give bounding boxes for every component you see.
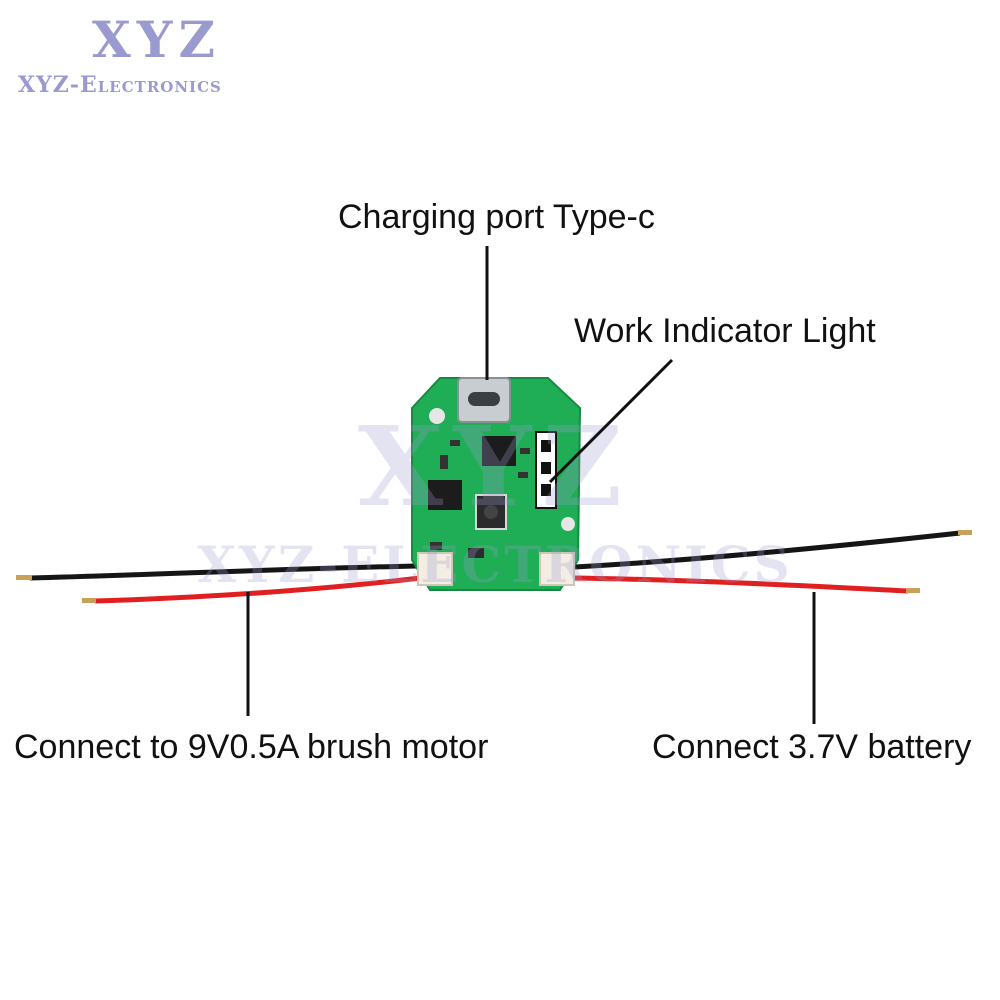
watermark-main: XYZ (358, 402, 632, 531)
brand-logo-main: XYZ (92, 10, 221, 69)
watermark-sub: XYZ-ELECTRONICS (197, 535, 792, 594)
motor-black-wire (29, 563, 421, 581)
leader-indicator-light (548, 358, 674, 484)
motor-connector (417, 552, 453, 586)
battery-connector (539, 552, 575, 586)
battery-label: Connect 3.7V battery (652, 728, 972, 766)
brand-logo-sub: XYZ-Electronics (18, 72, 222, 98)
battery-black-wire (574, 530, 961, 570)
charging-port-label: Charging port Type-c (338, 198, 655, 236)
battery-red-wire (574, 575, 909, 594)
motor-red-wire (94, 575, 421, 604)
indicator-light-label: Work Indicator Light (574, 312, 876, 350)
motor-label: Connect to 9V0.5A brush motor (14, 728, 489, 766)
ic-u4 (482, 436, 516, 466)
ic-u3 (428, 480, 462, 510)
